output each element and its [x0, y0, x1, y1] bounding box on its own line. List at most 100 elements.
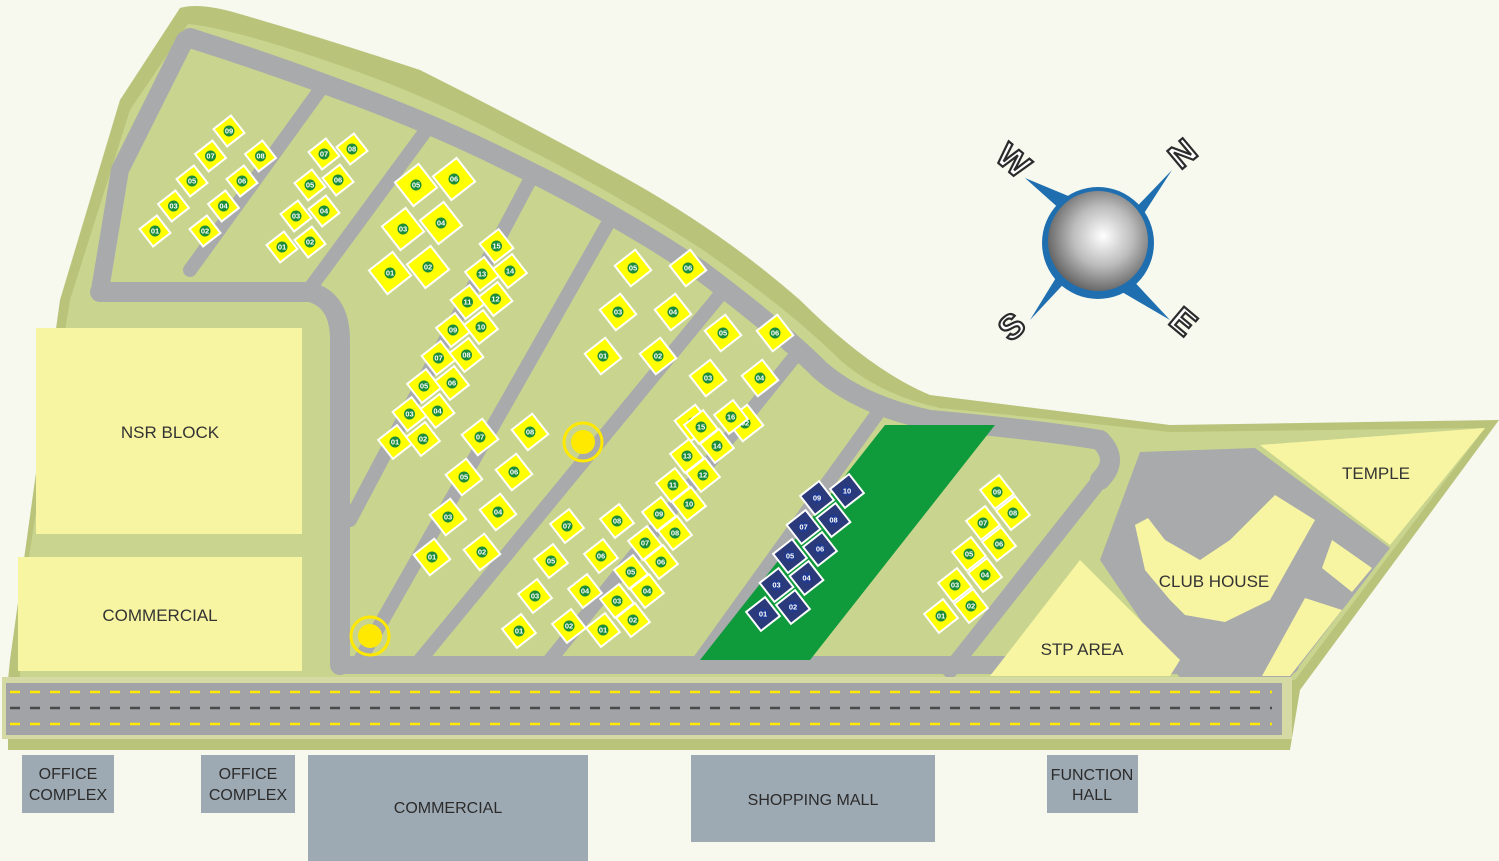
plot-05[interactable]: 05 — [444, 457, 484, 497]
plot-08[interactable]: 08 — [598, 502, 636, 540]
plot-02[interactable]: 02 — [550, 607, 588, 645]
plot-04[interactable]: 04 — [740, 358, 780, 398]
plot-06[interactable]: 06 — [801, 530, 839, 568]
plot-11[interactable]: 11 — [654, 466, 692, 504]
plot-03[interactable]: 03 — [516, 577, 554, 615]
plot-06[interactable]: 06 — [582, 537, 620, 575]
plot-06[interactable]: 06 — [225, 164, 259, 198]
shopping-mall[interactable] — [691, 755, 935, 842]
office-complex-2[interactable] — [201, 755, 295, 813]
plot-06[interactable]: 06 — [755, 313, 795, 353]
plot-07[interactable]: 07 — [460, 417, 500, 457]
plot-09[interactable]: 09 — [434, 311, 472, 349]
plot-15[interactable]: 15 — [478, 227, 515, 265]
plot-02[interactable]: 02 — [952, 587, 990, 625]
plot-14[interactable]: 14 — [491, 252, 529, 290]
office-complex-1[interactable] — [22, 755, 114, 813]
plot-08[interactable]: 08 — [815, 501, 852, 539]
plot-04[interactable]: 04 — [418, 200, 464, 246]
plot-16[interactable]: 16 — [712, 398, 750, 436]
plot-04[interactable]: 04 — [419, 392, 456, 430]
plot-08[interactable]: 08 — [243, 139, 278, 173]
plot-04[interactable]: 04 — [788, 559, 825, 597]
plot-07[interactable]: 07 — [420, 339, 457, 377]
plot-01[interactable]: 01 — [744, 595, 782, 633]
plot-08[interactable]: 08 — [510, 412, 550, 452]
plot-05[interactable]: 05 — [393, 162, 439, 208]
plot-02[interactable]: 02 — [774, 588, 812, 626]
plot-01[interactable]: 01 — [265, 230, 299, 264]
plot-04[interactable]: 04 — [966, 556, 1004, 594]
plot-05[interactable]: 05 — [405, 367, 443, 405]
plot-06[interactable]: 06 — [433, 364, 471, 402]
plot-04[interactable]: 04 — [628, 572, 666, 610]
plot-12[interactable]: 12 — [684, 456, 722, 494]
plot-05[interactable]: 05 — [703, 313, 743, 353]
plot-02[interactable]: 02 — [188, 214, 222, 248]
plot-03[interactable]: 03 — [279, 199, 313, 233]
temple-area[interactable] — [1260, 428, 1485, 545]
plot-07[interactable]: 07 — [626, 524, 664, 562]
plot-15[interactable]: 15 — [682, 408, 720, 446]
plot-09[interactable]: 09 — [798, 479, 836, 517]
plot-07[interactable]: 07 — [964, 504, 1002, 542]
plot-04[interactable]: 04 — [206, 189, 241, 223]
plot-06[interactable]: 06 — [431, 156, 477, 202]
plot-03[interactable]: 03 — [758, 566, 795, 604]
plot-05[interactable]: 05 — [532, 542, 570, 580]
plot-05[interactable]: 05 — [613, 248, 653, 288]
plot-11[interactable]: 11 — [449, 283, 486, 321]
club-house-building[interactable] — [1135, 495, 1315, 622]
plot-07[interactable]: 07 — [193, 139, 228, 173]
plot-03[interactable]: 03 — [598, 292, 638, 332]
nsr-block-area[interactable] — [36, 328, 302, 534]
plot-03[interactable]: 03 — [428, 497, 468, 537]
plot-02[interactable]: 02 — [293, 225, 327, 259]
plot-04[interactable]: 04 — [566, 572, 604, 610]
plot-07[interactable]: 07 — [307, 137, 341, 171]
commercial-frontage[interactable] — [308, 755, 588, 861]
plot-04[interactable]: 04 — [307, 194, 341, 228]
plot-09[interactable]: 09 — [978, 473, 1016, 511]
plot-08[interactable]: 08 — [994, 494, 1032, 532]
plot-10[interactable]: 10 — [828, 472, 866, 510]
plot-04[interactable]: 04 — [478, 492, 518, 532]
plot-03[interactable]: 03 — [598, 582, 636, 620]
plot-05[interactable]: 05 — [293, 168, 327, 202]
commercial-left-area[interactable] — [18, 557, 302, 671]
stp-area[interactable] — [990, 560, 1180, 676]
plot-01[interactable]: 01 — [412, 537, 452, 577]
plot-12[interactable]: 12 — [477, 280, 514, 318]
plot-02[interactable]: 02 — [405, 244, 451, 290]
plot-01[interactable]: 01 — [583, 336, 623, 376]
plot-02[interactable]: 02 — [462, 532, 502, 572]
plot-02[interactable]: 02 — [638, 336, 678, 376]
plot-03[interactable]: 03 — [688, 358, 728, 398]
function-hall[interactable] — [1047, 755, 1138, 813]
plot-07[interactable]: 07 — [785, 508, 822, 546]
plot-09[interactable]: 09 — [640, 495, 678, 533]
plot-03[interactable]: 03 — [936, 566, 974, 604]
plot-04[interactable]: 04 — [653, 292, 693, 332]
plot-05[interactable]: 05 — [950, 535, 988, 573]
plot-05[interactable]: 05 — [175, 164, 209, 198]
plot-06[interactable]: 06 — [494, 452, 534, 492]
plot-13[interactable]: 13 — [463, 255, 501, 293]
plot-01[interactable]: 01 — [500, 612, 538, 650]
plot-01[interactable]: 01 — [922, 597, 960, 635]
plot-06[interactable]: 06 — [668, 248, 708, 288]
plot-03[interactable]: 03 — [156, 189, 191, 223]
plot-01[interactable]: 01 — [138, 214, 172, 248]
plot-06[interactable]: 06 — [321, 163, 355, 197]
plot-01[interactable]: 01 — [584, 611, 622, 649]
plot-08[interactable]: 08 — [448, 336, 485, 374]
plot-05[interactable]: 05 — [771, 537, 809, 575]
plot-05[interactable]: 05 — [612, 553, 650, 591]
plot-10[interactable]: 10 — [670, 485, 708, 523]
plot-01[interactable]: 01 — [376, 423, 414, 461]
plot-01[interactable]: 01 — [367, 250, 413, 296]
plot-06[interactable]: 06 — [980, 525, 1018, 563]
plot-07[interactable]: 07 — [548, 507, 586, 545]
plot-02[interactable]: 02 — [404, 420, 442, 458]
plot-13[interactable]: 13 — [668, 437, 706, 475]
